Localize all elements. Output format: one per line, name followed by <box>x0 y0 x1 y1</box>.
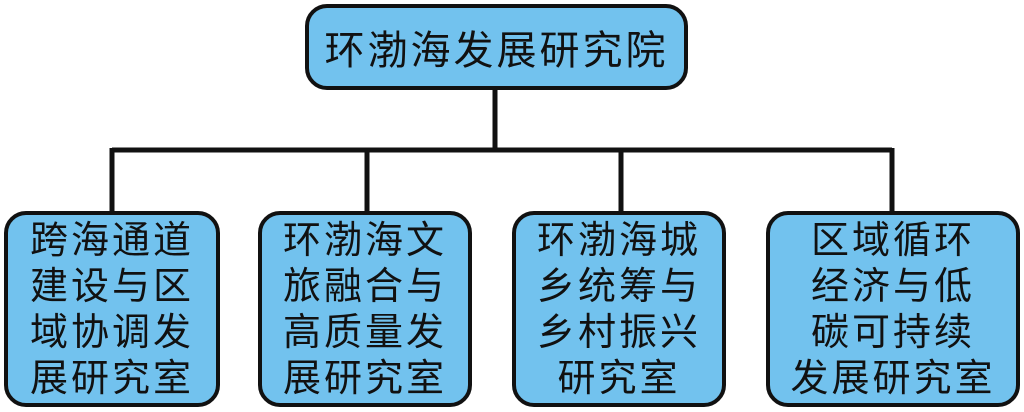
child-node-urban-rural: 环渤海城 乡统筹与 乡村振兴 研究室 <box>512 211 726 407</box>
child-node-label: 环渤海城 乡统筹与 乡村振兴 研究室 <box>536 218 701 400</box>
root-node: 环渤海发展研究院 <box>305 4 688 90</box>
child-node-strait-channel: 跨海通道 建设与区 域协调发 展研究室 <box>4 211 220 407</box>
child-node-label: 区域循环 经济与低 碳可持续 发展研究室 <box>790 218 996 400</box>
child-node-culture-tourism: 环渤海文 旅融合与 高质量发 展研究室 <box>258 211 472 407</box>
child-node-circular-economy: 区域循环 经济与低 碳可持续 发展研究室 <box>766 211 1020 407</box>
child-node-label: 环渤海文 旅融合与 高质量发 展研究室 <box>282 218 447 400</box>
child-node-label: 跨海通道 建设与区 域协调发 展研究室 <box>29 218 194 400</box>
root-node-label: 环渤海发展研究院 <box>324 28 669 74</box>
